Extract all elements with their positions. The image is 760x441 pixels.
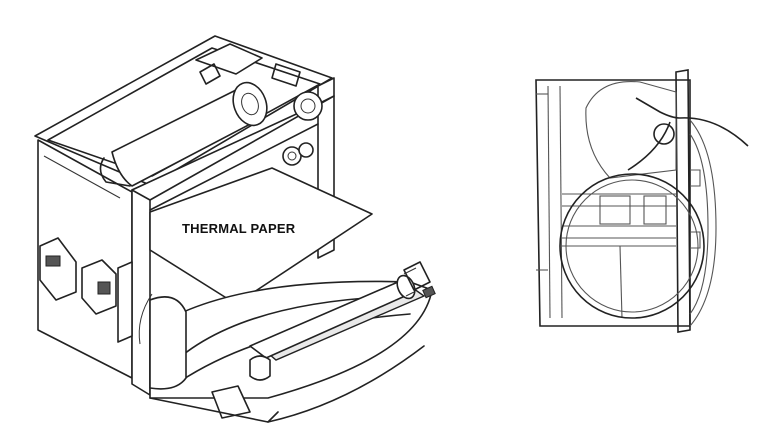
paper-roll [99, 81, 268, 187]
paper-roll-circle [559, 173, 705, 319]
gear-assembly [195, 43, 323, 166]
platen-cover [149, 261, 436, 423]
left-latch [39, 237, 133, 343]
printer-isometric-view: THERMAL PAPER [34, 35, 436, 423]
thermal-paper-label: THERMAL PAPER [182, 221, 296, 236]
printer-side-view [535, 69, 749, 333]
thermal-paper-sheet [149, 167, 373, 305]
